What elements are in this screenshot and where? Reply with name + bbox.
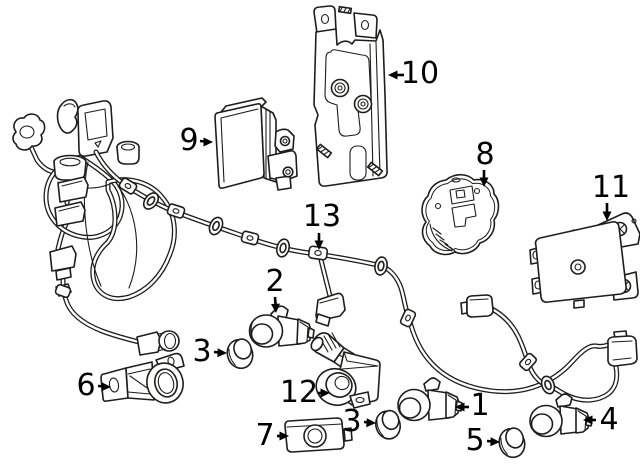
callout-label-4[interactable]: 4 [599,402,619,437]
bracket-screw [366,161,384,177]
sensor-retainer-5 [498,427,526,459]
harness-right-connector [607,330,638,367]
bracket-screw [315,143,333,159]
callout-label-3b[interactable]: 3 [342,404,362,439]
harness-clip [518,352,538,372]
harness-grommet [374,256,388,276]
sensor-mount-gasket-8 [421,173,500,256]
bracket-screw [337,5,353,15]
callout-label-1[interactable]: 1 [470,388,490,423]
sensor-mount-bracket-6 [100,352,185,404]
callout-arrows [97,70,612,447]
sensor-housing-7 [284,417,353,453]
harness-end-connector [136,330,180,356]
camera-assembly-12 [310,332,381,409]
harness-connector-cluster [56,98,140,165]
wiring-harness-13 [54,149,638,403]
harness-clip [166,203,186,219]
harness-grommet [208,216,224,236]
callout-label-2[interactable]: 2 [265,264,285,299]
sensor-retainer-3a [226,338,254,370]
callout-label-8[interactable]: 8 [475,137,495,172]
callout-label-5[interactable]: 5 [465,423,485,458]
distance-sensor-module-9 [214,97,298,191]
harness-grommet [540,375,556,395]
callout-label-13[interactable]: 13 [302,199,342,234]
harness-clip [399,308,417,328]
callout-label-6[interactable]: 6 [76,368,96,403]
parking-aid-sensor-1 [397,377,463,422]
callout-label-10[interactable]: 10 [400,56,440,91]
harness-clip [118,177,138,195]
harness-clip-13 [307,245,329,261]
callout-label-3a[interactable]: 3 [192,334,212,369]
parking-aid-sensor-4 [529,393,593,438]
harness-branch-connectors [12,113,89,297]
sensor-retainer-3b [374,409,402,440]
harness-grommet [275,238,291,258]
harness-clip [54,283,72,299]
front-harness-assembly [12,98,180,356]
parking-aid-sensor-2 [248,305,315,348]
harness-drop-connector [315,292,346,327]
control-module-11 [529,212,640,309]
callout-label-12[interactable]: 12 [279,375,319,410]
callout-label-11[interactable]: 11 [591,170,631,205]
harness-clip [240,230,260,246]
callout-label-9[interactable]: 9 [179,123,199,158]
harness-mid-connector [460,294,494,318]
harness-grommet [142,192,160,210]
callout-label-7[interactable]: 7 [255,418,275,453]
module-mounting-bracket-10 [313,5,388,187]
